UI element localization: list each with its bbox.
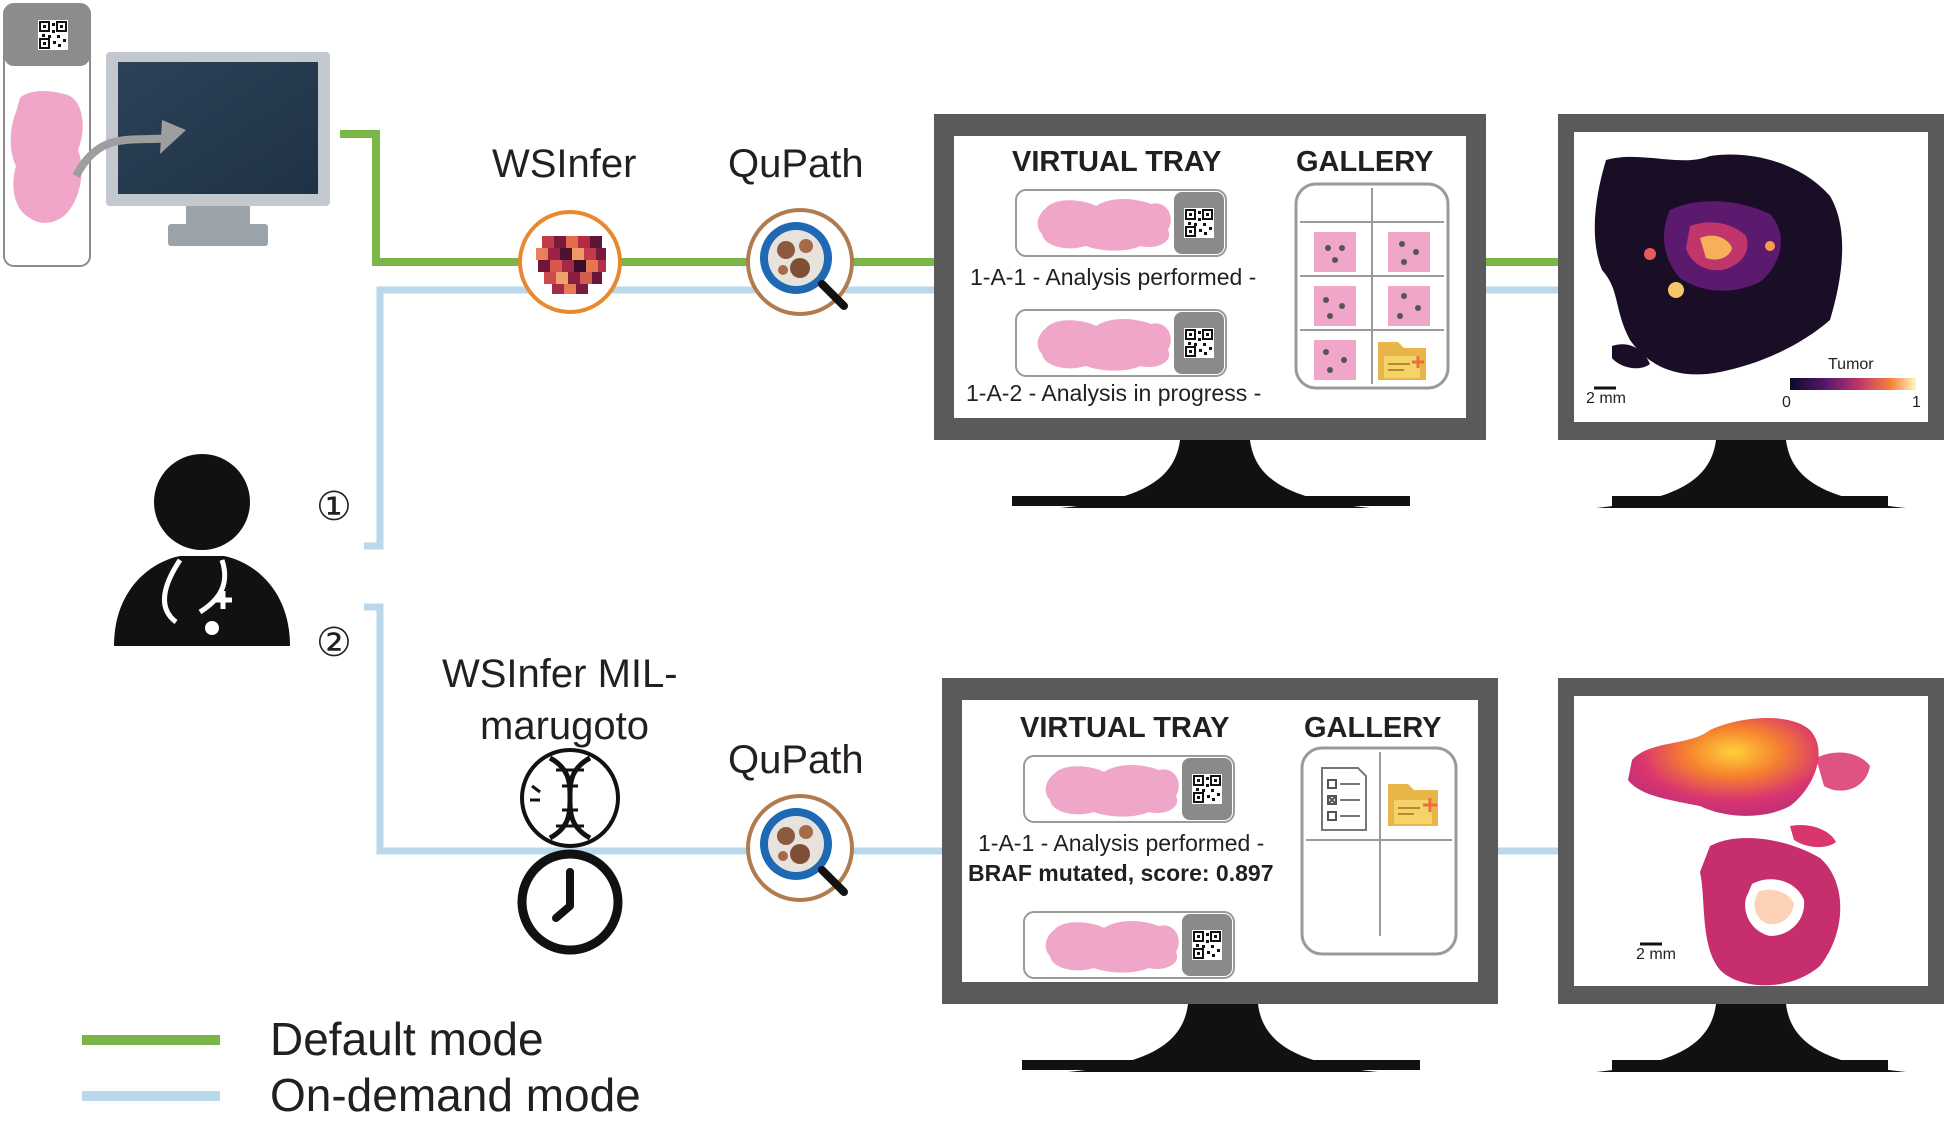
bottom-slide1-result: BRAF mutated, score: 0.897	[968, 860, 1274, 886]
qupath-icon-top	[746, 208, 854, 316]
wsinfer-label: WSInfer	[492, 142, 637, 186]
braf-heatmap	[1628, 717, 1870, 986]
top-gallery-thumbnails[interactable]	[1314, 232, 1430, 380]
wsinfer-icon	[518, 210, 622, 314]
legend-on-demand-label: On-demand mode	[270, 1069, 641, 1121]
on-demand-path-1	[364, 286, 1558, 550]
top-slide1-caption: 1-A-1 - Analysis performed -	[970, 264, 1257, 290]
mil-label-line2: marugoto	[480, 704, 649, 748]
bottom-scale-label: 2 mm	[1636, 946, 1676, 963]
tumor-heatmap	[1594, 154, 1843, 375]
bottom-tray-slide-1[interactable]	[1024, 756, 1234, 822]
workflow-number-2: ②	[316, 621, 352, 665]
top-tray-slide-2[interactable]	[1016, 310, 1226, 376]
top-slide2-caption: 1-A-2 - Analysis in progress -	[966, 380, 1262, 406]
bottom-virtual-tray-title: VIRTUAL TRAY	[1020, 712, 1230, 744]
workflow-number-1: ①	[316, 485, 352, 529]
top-tray-slide-1[interactable]	[1016, 190, 1226, 256]
bottom-gallery-title: GALLERY	[1304, 712, 1442, 744]
bottom-tray-slide-2[interactable]	[1024, 912, 1234, 978]
bottom-slide1-caption: 1-A-1 - Analysis performed -	[978, 830, 1265, 856]
glass-slide-icon	[3, 3, 91, 267]
legend-default-label: Default mode	[270, 1013, 544, 1065]
dna-icon	[520, 748, 620, 848]
top-scale-label: 2 mm	[1586, 390, 1626, 407]
top-virtual-tray-title: VIRTUAL TRAY	[1012, 146, 1222, 178]
workstation-icon	[72, 52, 330, 246]
top-gallery-title: GALLERY	[1296, 146, 1434, 178]
top-folder-icon	[1378, 342, 1426, 380]
mil-label-line1: WSInfer MIL-	[442, 652, 678, 696]
clock-icon	[517, 849, 623, 955]
on-demand-path-2	[364, 603, 1558, 855]
qupath-icon-bottom	[746, 794, 854, 902]
default-mode-path	[340, 130, 1558, 266]
tumor-colorbar	[1790, 378, 1916, 390]
colorbar-max: 1	[1912, 394, 1921, 411]
checklist-icon	[1321, 767, 1367, 831]
qupath-label-bottom: QuPath	[728, 738, 864, 782]
bottom-folder-icon	[1388, 784, 1438, 826]
colorbar-min: 0	[1782, 394, 1791, 411]
qupath-label-top: QuPath	[728, 142, 864, 186]
pathologist-icon	[114, 454, 290, 646]
colorbar-title: Tumor	[1828, 356, 1874, 373]
